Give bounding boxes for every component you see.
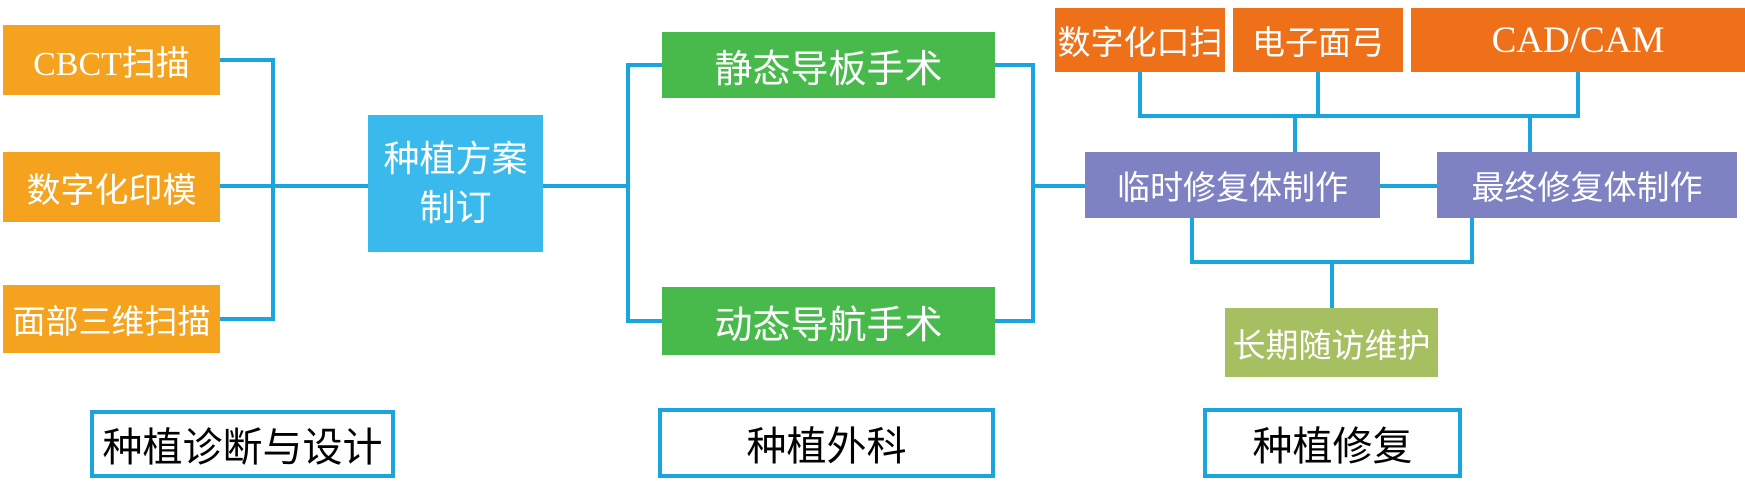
node-digital-oral-scan: 数字化口扫 (1055, 8, 1225, 72)
stage-label-restoration: 种植修复 (1203, 408, 1462, 478)
connector-plan-to-mid-bus (543, 184, 630, 188)
node-temporary-restoration: 临时修复体制作 (1085, 152, 1380, 218)
connector-top-right-bus (1138, 114, 1580, 118)
node-cad-cam: CAD/CAM (1411, 8, 1745, 72)
stage-label-diagnosis-design: 种植诊断与设计 (90, 410, 395, 478)
node-dynamic-nav-surgery: 动态导航手术 (662, 287, 995, 355)
connector-cadcam-down (1576, 72, 1580, 118)
node-final-restoration: 最终修复体制作 (1437, 152, 1737, 218)
node-digital-impression: 数字化印模 (3, 152, 220, 222)
connector-stub-dynamic-right (995, 319, 1035, 323)
node-facial-3d-scan: 面部三维扫描 (3, 285, 220, 353)
node-cbct-scan: CBCT扫描 (3, 25, 220, 95)
connector-stub-dynamic-left (626, 319, 662, 323)
connector-temporary-to-final (1380, 184, 1437, 188)
connector-bus-to-temporary (1031, 184, 1085, 188)
node-static-guide-surgery: 静态导板手术 (662, 32, 995, 98)
connector-facebow-down (1316, 72, 1320, 118)
connector-mid-bus-vertical (626, 63, 630, 323)
connector-cbct-to-bus (220, 58, 275, 62)
connector-drop-to-temporary (1293, 114, 1297, 154)
connector-drop-to-followup (1330, 260, 1334, 310)
connector-stub-static-left (626, 63, 662, 67)
connector-stub-static-right (995, 63, 1035, 67)
connector-right-bus-vertical (1031, 63, 1035, 323)
connector-oralscan-down (1138, 72, 1142, 118)
node-electronic-facebow: 电子面弓 (1233, 8, 1403, 72)
connector-left-bus-vertical (271, 58, 275, 321)
stage-label-surgery: 种植外科 (658, 408, 995, 478)
connector-impression-to-plan (220, 184, 368, 188)
connector-facial-to-bus (220, 317, 275, 321)
node-long-term-followup: 长期随访维护 (1225, 308, 1438, 377)
connector-temporary-down (1190, 218, 1194, 264)
connector-drop-to-final (1528, 114, 1532, 154)
node-implant-plan: 种植方案 制订 (368, 115, 543, 252)
connector-final-down (1470, 218, 1474, 264)
